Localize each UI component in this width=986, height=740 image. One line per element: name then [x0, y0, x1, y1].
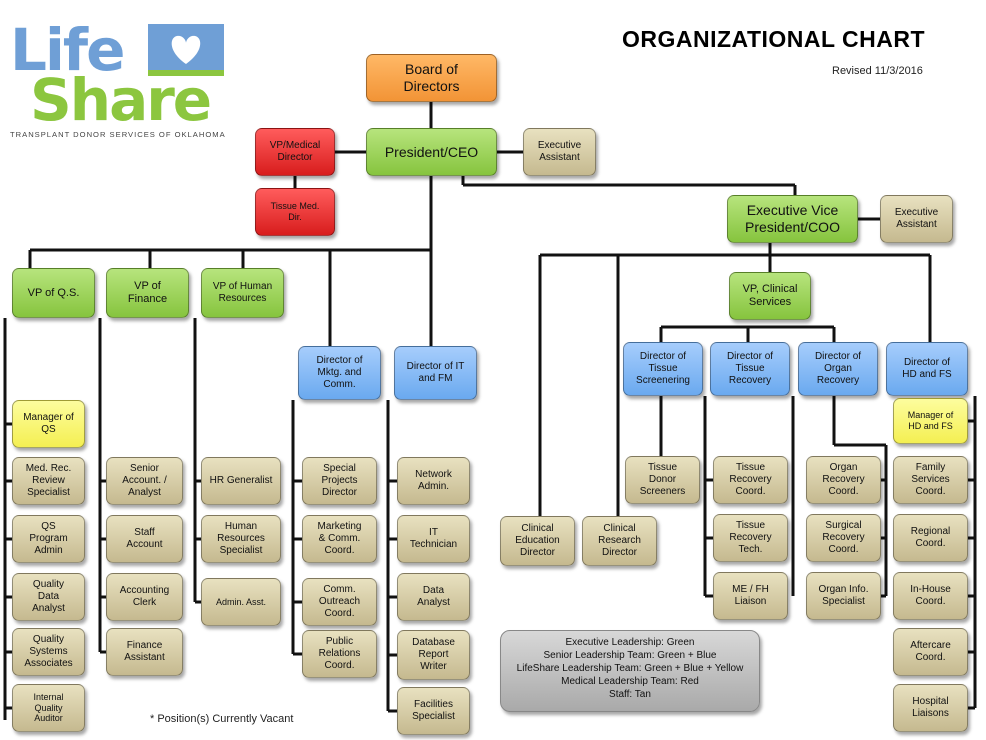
org-node-dirtrec: Director of Tissue Recovery	[710, 342, 790, 396]
org-node-ittech: IT Technician	[397, 515, 470, 563]
org-node-orginfo: Organ Info. Specialist	[806, 572, 881, 620]
org-node-hosplia: Hospital Liaisons	[893, 684, 968, 732]
page-title: ORGANIZATIONAL CHART	[622, 26, 926, 52]
org-node-dirmkt: Director of Mktg. and Comm.	[298, 346, 381, 400]
org-node-dataan: Data Analyst	[397, 573, 470, 621]
org-node-dirorg: Director of Organ Recovery	[798, 342, 878, 396]
org-node-mktcomm: Marketing & Comm. Coord.	[302, 515, 377, 563]
org-node-vpmed: VP/Medical Director	[255, 128, 335, 176]
org-node-intqual: Internal Quality Auditor	[12, 684, 85, 732]
org-node-clinedu: Clinical Education Director	[500, 516, 575, 566]
org-node-adminasst: Admin. Asst.	[201, 578, 281, 626]
org-node-medrec: Med. Rec. Review Specialist	[12, 457, 85, 505]
org-node-qsprog: QS Program Admin	[12, 515, 85, 563]
org-node-trtech: Tissue Recovery Tech.	[713, 514, 788, 562]
legend-line: LifeShare Leadership Team: Green + Blue …	[516, 663, 744, 674]
org-node-famserv: Family Services Coord.	[893, 456, 968, 504]
org-node-clinres: Clinical Research Director	[582, 516, 657, 566]
org-node-tissuemed: Tissue Med. Dir.	[255, 188, 335, 236]
legend-line: Senior Leadership Team: Green + Blue	[543, 650, 717, 661]
logo-word-life: Life	[10, 16, 125, 84]
org-node-aftercare: Aftercare Coord.	[893, 628, 968, 676]
org-node-pubrel: Public Relations Coord.	[302, 630, 377, 678]
org-node-qualdata: Quality Data Analyst	[12, 573, 85, 621]
lifeshare-logo: Life Share TRANSPLANT DONOR SERVICES OF …	[10, 16, 230, 143]
legend-line: Executive Leadership: Green	[565, 637, 695, 648]
org-node-vpfin: VP of Finance	[106, 268, 189, 318]
org-node-board: Board of Directors	[366, 54, 497, 102]
org-node-dirtsc: Director of Tissue Screenering	[623, 342, 703, 396]
org-node-vphr: VP of Human Resources	[201, 268, 284, 318]
org-node-dbwriter: Database Report Writer	[397, 630, 470, 680]
org-node-tdonor: Tissue Donor Screeners	[625, 456, 700, 504]
org-node-vpclin: VP, Clinical Services	[729, 272, 811, 320]
org-node-netadmin: Network Admin.	[397, 457, 470, 505]
org-node-inhouse: In-House Coord.	[893, 572, 968, 620]
org-node-orcoord: Organ Recovery Coord.	[806, 456, 881, 504]
org-node-dirit: Director of IT and FM	[394, 346, 477, 400]
legend-line: Staff: Tan	[609, 689, 651, 700]
org-node-hrgen: HR Generalist	[201, 457, 281, 505]
org-node-specproj: Special Projects Director	[302, 457, 377, 505]
org-node-mgrqs: Manager of QS	[12, 400, 85, 448]
org-node-senacct: Senior Account. / Analyst	[106, 457, 183, 505]
logo-tagline: TRANSPLANT DONOR SERVICES OF OKLAHOMA	[10, 130, 226, 139]
org-node-commout: Comm. Outreach Coord.	[302, 578, 377, 626]
org-node-finasst: Finance Assistant	[106, 628, 183, 676]
org-node-ceo: President/CEO	[366, 128, 497, 176]
org-node-mgrhd: Manager of HD and FS	[893, 398, 968, 444]
org-node-acctclerk: Accounting Clerk	[106, 573, 183, 621]
org-node-regional: Regional Coord.	[893, 514, 968, 562]
org-node-facspec: Facilities Specialist	[397, 687, 470, 735]
org-node-execasst1: Executive Assistant	[523, 128, 596, 176]
org-node-trcoord: Tissue Recovery Coord.	[713, 456, 788, 504]
org-node-mefh: ME / FH Liaison	[713, 572, 788, 620]
org-node-staffacct: Staff Account	[106, 515, 183, 563]
org-node-evp: Executive Vice President/COO	[727, 195, 858, 243]
org-node-dirhd: Director of HD and FS	[886, 342, 968, 396]
revised-date: Revised 11/3/2016	[832, 65, 923, 77]
vacant-note: * Position(s) Currently Vacant	[150, 713, 294, 725]
color-legend: Executive Leadership: Green Senior Leade…	[500, 630, 760, 712]
heart-icon	[148, 24, 224, 76]
org-node-vpqs: VP of Q.S.	[12, 268, 95, 318]
legend-line: Medical Leadership Team: Red	[561, 676, 699, 687]
logo-word-share: Share	[30, 66, 212, 134]
org-node-execasst2: Executive Assistant	[880, 195, 953, 243]
org-node-surgrec: Surgical Recovery Coord.	[806, 514, 881, 562]
org-node-qualsys: Quality Systems Associates	[12, 628, 85, 676]
org-node-hrspec: Human Resources Specialist	[201, 515, 281, 563]
